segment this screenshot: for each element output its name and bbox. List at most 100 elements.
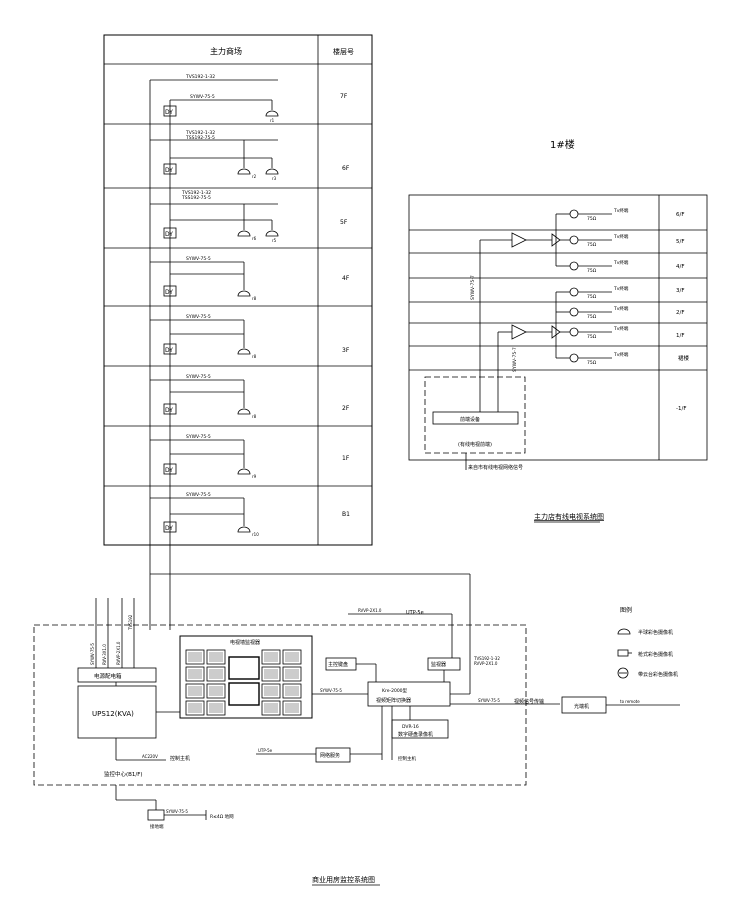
ground-label: 接地端 (150, 823, 164, 830)
camera-id: r8 (252, 354, 257, 359)
table-header-right: 楼层号 (333, 47, 354, 56)
floor-label: 5F (340, 219, 348, 226)
ground-res: R≤4Ω 地网 (210, 813, 234, 820)
network-label: 网络服务 (320, 752, 340, 759)
dy-box-label: DY (165, 289, 173, 296)
catv-caption: 主力店有线电视系统图 (534, 512, 604, 521)
outlet-label: 75Ω (587, 216, 597, 222)
table-header-left: 主力商场 (210, 46, 242, 56)
power-box-label: 电源配电箱 (94, 672, 122, 680)
cable-label: UTP-5e (258, 748, 273, 753)
floor-label: 3F (342, 347, 350, 354)
floor-row-1f: 1F DY SYWV-75-5 r9 (150, 434, 350, 479)
cable-label: SYWV-75-5 (186, 434, 211, 440)
floor-label: 6F (342, 165, 350, 172)
catv-floor: 3/F (676, 288, 685, 294)
dy-box-label: DY (165, 109, 173, 116)
cable-label: UTP-5e (406, 610, 424, 616)
legend-item: 枪式彩色摄像机 (638, 651, 673, 658)
dy-box-label: DY (165, 467, 173, 474)
camera-id: r8 (252, 414, 257, 419)
dome-camera-icon (265, 168, 279, 175)
dome-camera-icon (265, 230, 279, 237)
outlet-label: 75Ω (587, 314, 597, 320)
head-end-sub: (有线电视前端) (458, 441, 492, 448)
dome-camera-icon (237, 408, 251, 415)
trunk-cable-label: SYWV-75-7 (512, 347, 518, 372)
ptz-camera-icon (617, 667, 629, 679)
vertical-cable-label: RVV-3X1.0 (102, 644, 107, 665)
legend: 图例 半球彩色摄像机 枪式彩色摄像机 带云台彩色摄像机 (617, 606, 678, 679)
legend-item: 半球彩色摄像机 (638, 629, 673, 636)
monitor-grid (185, 649, 302, 716)
legend-title: 图例 (620, 606, 632, 614)
cable-label: SYWV-75-5 (320, 688, 342, 693)
catv-title-mark: 1#楼 (550, 138, 575, 151)
vertical-cable-label: RVVP-2X1.0 (116, 641, 121, 665)
tv-terminal-label: Tv终端 (613, 305, 629, 312)
transceiver-label: 光端机 (574, 703, 589, 710)
tv-outlet-icon (569, 235, 579, 245)
camera-id: r2 (252, 174, 257, 179)
cable-label: SYWV-75-5 (186, 374, 211, 380)
cable-label: TVS192-1-32 (185, 74, 215, 80)
tv-outlet-icon (569, 261, 579, 271)
floor-label: B1 (342, 511, 350, 518)
legend-item: 带云台彩色摄像机 (638, 671, 678, 678)
vertical-cable-label: TVS192 (128, 614, 133, 631)
dy-box-label: DY (165, 347, 173, 354)
catv-floor: 1/F (676, 333, 685, 339)
dvr-title: DVR-16 (402, 724, 419, 730)
dome-camera-icon (617, 628, 631, 635)
tv-outlet-icon (569, 287, 579, 297)
cable-label: SYWV-75-5 (186, 314, 211, 320)
camera-id: r8 (252, 296, 257, 301)
floor-row-2f: 2F DY SYWV-75-5 r8 (150, 374, 350, 419)
dome-camera-icon (237, 526, 251, 533)
bullet-camera-icon (617, 649, 629, 657)
keyboard-label: 主控键盘 (328, 661, 348, 668)
camera-id: r1 (270, 118, 275, 123)
floor-label: 4F (342, 275, 350, 282)
catv-system: 1#楼 6/F 5/F 4/F 3/F 2/F 1/F 裙楼 -1/F 75Ω … (408, 138, 708, 523)
catv-floor: 6/F (676, 212, 685, 218)
fiber-transceiver: 光端机 to remote (561, 696, 680, 714)
source-label: 来自市有线电视网络信号 (468, 464, 523, 471)
amplifier-icon (511, 324, 527, 340)
amplifier-icon (511, 232, 527, 248)
room-label: 监控中心(B1/F) (104, 770, 143, 778)
catv-floor: 5/F (676, 239, 685, 245)
head-end-label: 前端设备 (460, 416, 480, 423)
main-caption: 商业用房监控系统图 (312, 875, 375, 884)
cable-label: TSS192-75-5 (181, 195, 211, 201)
tv-terminal-label: Tv终端 (613, 351, 629, 358)
grounding: 接地端 SYWV-75-5 R≤4Ω 地网 (115, 785, 234, 830)
catv-floor: 裙楼 (678, 354, 690, 362)
cable-label: SYWV-75-5 (186, 256, 211, 262)
tv-terminal-label: Tv终端 (613, 259, 629, 266)
riser-cables (149, 80, 471, 680)
camera-id: r10 (252, 532, 259, 537)
matrix-label: 视频矩阵切换器 (376, 697, 411, 704)
floor-row-b1: B1 DY SYWV-75-5 r10 (150, 492, 350, 537)
cable-label: SYWV-75-5 (190, 94, 215, 100)
trunk-cable-label: SYWV-75-7 (470, 275, 476, 300)
dome-camera-icon (237, 348, 251, 355)
catv-floor: 4/F (676, 264, 685, 270)
matrix-title: Kre-2000型 (382, 687, 408, 694)
dome-camera-icon (237, 290, 251, 297)
cable-label: SYWV-75-5 (478, 698, 500, 703)
camera-id: r9 (252, 474, 257, 479)
outlet-label: 75Ω (587, 334, 597, 340)
dome-camera-icon (237, 230, 251, 237)
dy-box-label: DY (165, 525, 173, 532)
cable-label: TVS192-1-32 (181, 190, 211, 196)
floor-label: 1F (342, 455, 350, 462)
cable-label: RVVP-2X1.0 (474, 661, 498, 666)
catv-floor: -1/F (676, 406, 687, 412)
tv-outlet-icon (569, 307, 579, 317)
tv-outlet-icon (569, 353, 579, 363)
camera-id: r5 (272, 238, 277, 243)
dome-camera-icon (237, 468, 251, 475)
